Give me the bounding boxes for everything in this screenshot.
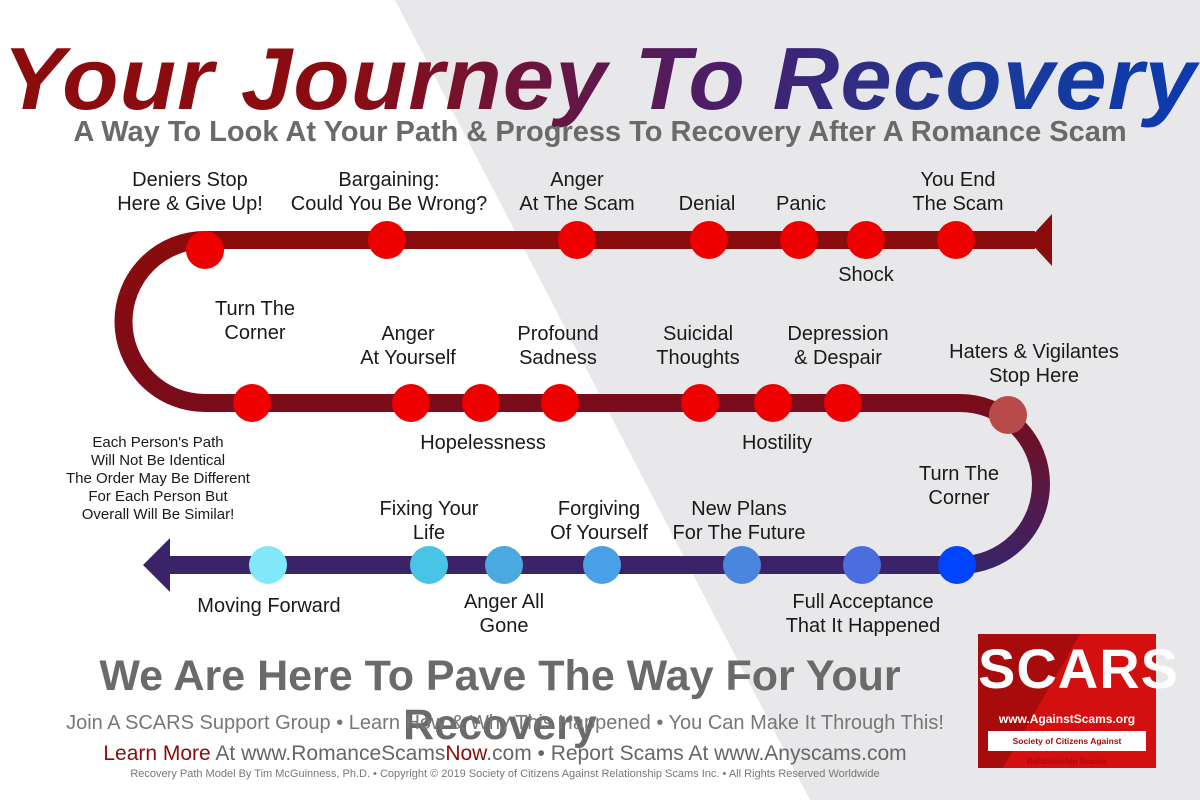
stage-dot bbox=[392, 384, 430, 422]
stage-dot bbox=[186, 231, 224, 269]
learn-more-link[interactable]: Learn More bbox=[103, 742, 211, 765]
support-line: Join A SCARS Support Group • Learn How &… bbox=[66, 712, 944, 734]
copyright: Recovery Path Model By Tim McGuinness, P… bbox=[130, 768, 880, 780]
stage-dot bbox=[681, 384, 719, 422]
stage-dot bbox=[558, 221, 596, 259]
stage-label-end-scam: You End The Scam bbox=[912, 169, 1004, 215]
stage-dot bbox=[368, 221, 406, 259]
stage-label-new-plans: New Plans For The Future bbox=[672, 498, 806, 544]
stage-dot bbox=[780, 221, 818, 259]
tagline: We Are Here To Pave The Way For Your Rec… bbox=[99, 652, 901, 749]
subtitle: A Way To Look At Your Path & Progress To… bbox=[73, 116, 1127, 148]
stage-label-anger-scam: Anger At The Scam bbox=[519, 169, 635, 215]
stage-dot bbox=[485, 546, 523, 584]
stage-label-hopelessness: Hopelessness bbox=[420, 432, 546, 454]
stage-label-shock: Shock bbox=[838, 264, 894, 286]
stage-label-turn1: Turn The Corner bbox=[214, 298, 296, 344]
stage-label-deniers: Deniers Stop Here & Give Up! bbox=[117, 169, 263, 215]
stage-label-forgiving: Forgiving Of Yourself bbox=[550, 498, 648, 544]
links-line: Learn More At www.RomanceScamsNow.com • … bbox=[103, 742, 907, 765]
stage-dot bbox=[541, 384, 579, 422]
stage-label-haters: Haters & Vigilantes Stop Here bbox=[949, 341, 1119, 387]
stage-label-bargaining: Bargaining: Could You Be Wrong? bbox=[290, 169, 488, 215]
stage-dot bbox=[824, 384, 862, 422]
scars-logo[interactable]: SCARS www.AgainstScams.org Society of Ci… bbox=[978, 634, 1178, 768]
stage-dot bbox=[754, 384, 792, 422]
stage-label-sadness: Profound Sadness bbox=[517, 323, 599, 369]
end-arrowhead bbox=[143, 538, 170, 592]
stage-label-anger-self: Anger At Yourself bbox=[360, 323, 456, 369]
stage-dot bbox=[690, 221, 728, 259]
stage-label-hostility: Hostility bbox=[741, 432, 813, 454]
stage-label-panic: Panic bbox=[775, 193, 827, 215]
stage-dot bbox=[938, 546, 976, 584]
recovery-path bbox=[114, 231, 1050, 574]
page-title: Your Journey To Recovery bbox=[0, 28, 1200, 130]
start-arrowhead bbox=[1028, 214, 1052, 266]
stage-label-anger-gone: Anger All Gone bbox=[463, 591, 545, 637]
stage-dot bbox=[410, 546, 448, 584]
stage-dot bbox=[462, 384, 500, 422]
stage-label-depression: Depression & Despair bbox=[787, 323, 889, 369]
stage-dot bbox=[843, 546, 881, 584]
stage-dot bbox=[233, 384, 271, 422]
path-note: Each Person's Path Will Not Be Identical… bbox=[66, 434, 250, 523]
stage-label-suicidal: Suicidal Thoughts bbox=[656, 323, 740, 369]
stage-dot bbox=[847, 221, 885, 259]
stage-dot bbox=[583, 546, 621, 584]
stage-label-turn2: Turn The Corner bbox=[918, 463, 1000, 509]
stage-label-moving: Moving Forward bbox=[197, 595, 341, 617]
stage-dot bbox=[989, 396, 1027, 434]
stage-dot bbox=[723, 546, 761, 584]
stage-label-fixing: Fixing Your Life bbox=[379, 498, 479, 544]
stage-dot bbox=[249, 546, 287, 584]
stage-label-denial: Denial bbox=[678, 193, 736, 215]
stage-label-acceptance: Full Acceptance That It Happened bbox=[785, 591, 941, 637]
stage-dot bbox=[937, 221, 975, 259]
